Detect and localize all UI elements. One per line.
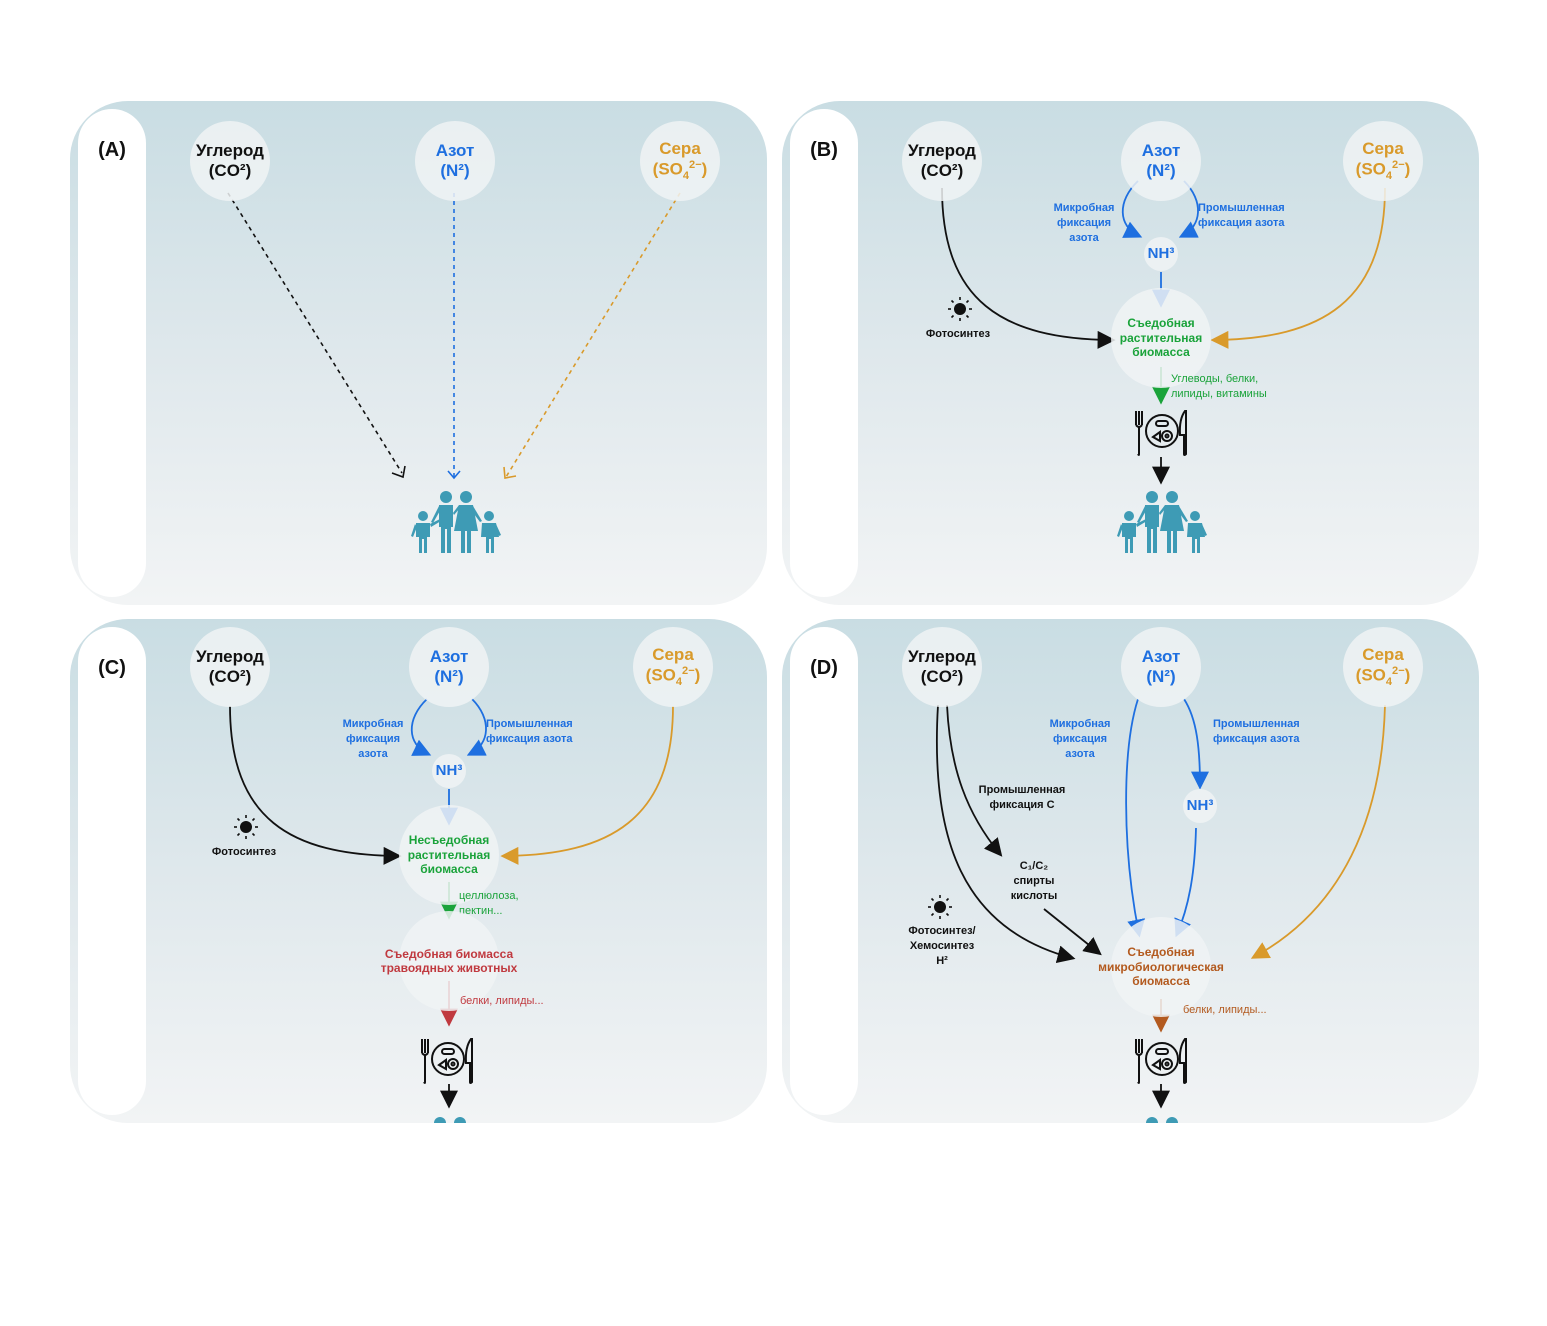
- panel-label: (A): [98, 139, 126, 161]
- nitrogen-formula: (N²): [440, 161, 470, 180]
- panel-c: (C) Углерод (CO²) Азот (N²) Сера (SO42−)…: [70, 619, 767, 1123]
- nitrogen-node: Азот (N²): [1121, 627, 1201, 707]
- ammonia-node: NH³: [1183, 789, 1217, 823]
- sulfur-node: Сера (SO42−): [640, 121, 720, 201]
- sulfur-arrow: [500, 705, 674, 865]
- industrial-fixation-arrow: [466, 698, 487, 756]
- microbial-fixation-arrow: [1125, 698, 1146, 938]
- carbon-arrow: [941, 187, 1116, 349]
- ammonia-to-biomass-arrow: [1174, 827, 1197, 938]
- nitrogen-formula: (N²): [1146, 161, 1176, 180]
- nitrogen-name: Азот: [1141, 646, 1181, 666]
- panel-tab: [790, 109, 858, 597]
- sulfur-formula: (SO42−): [1355, 665, 1411, 689]
- carbon-name: Углерод: [908, 140, 976, 160]
- carbon-formula: (CO²): [208, 667, 252, 686]
- panel-tab: [78, 109, 146, 597]
- sulfur-name: Сера: [1362, 138, 1404, 158]
- arrows-layer: [935, 698, 1386, 1109]
- nitrogen-node: Азот (N²): [1121, 121, 1201, 201]
- c1c2-arrow: [1043, 908, 1102, 956]
- carbon-name: Углерод: [196, 140, 264, 160]
- carbon-name: Углерод: [196, 646, 264, 666]
- sulfur-dashed-arrow: [505, 192, 681, 478]
- microbial-nutrients-label: белки, липиды...: [1183, 1004, 1267, 1016]
- panel-d: (D) Углерод (CO²) Азот (N²) Сера (SO42−)…: [782, 619, 1479, 1123]
- sulfur-arrow: [1250, 704, 1386, 959]
- panel-tab: [790, 627, 858, 1115]
- sulfur-node: Сера (SO42−): [1343, 121, 1423, 201]
- arrows-layer: [227, 192, 681, 480]
- industrial-fixation-arrow: [1183, 698, 1209, 790]
- arrows-layer: [941, 180, 1386, 485]
- panel-tab: [78, 627, 146, 1115]
- ammonia-node: NH³: [432, 754, 466, 788]
- panel-b: (B) Углерод (CO²) Азот (N²) Сера (SO42−)…: [782, 101, 1479, 605]
- sulfur-formula: (SO42−): [652, 159, 708, 183]
- photosynthesis-label: Фотосинтез: [925, 328, 991, 340]
- sulfur-arrow: [1210, 187, 1386, 349]
- carbon-node: Углерод (CO²): [902, 121, 982, 201]
- sulfur-formula: (SO42−): [1355, 159, 1411, 183]
- carbon-formula: (CO²): [920, 161, 964, 180]
- panel-label: (C): [98, 657, 126, 679]
- carbon-name: Углерод: [908, 646, 976, 666]
- animal-nutrients-label: белки, липиды...: [460, 995, 544, 1007]
- carbon-arrowhead: [391, 465, 406, 479]
- cellulose-label: целлюлоза,пектин...: [459, 890, 519, 917]
- sulfur-node: Сера (SO42−): [1343, 627, 1423, 707]
- carbon-arrow: [229, 705, 402, 865]
- nitrogen-node: Азот (N²): [409, 627, 489, 707]
- synthesis-carbon-arrow: [935, 704, 1076, 964]
- nutrients-label: Углеводы, белки,липиды, витамины: [1171, 373, 1267, 400]
- sulfur-name: Сера: [659, 138, 701, 158]
- nitrogen-node: Азот (N²): [415, 121, 495, 201]
- industrial-carbon-arrow: [946, 704, 1003, 857]
- nitrogen-name: Азот: [1141, 140, 1181, 160]
- panel-label: (D): [810, 657, 838, 679]
- sulfur-name: Сера: [1362, 644, 1404, 664]
- microbial-fixation-arrow: [410, 698, 432, 756]
- nitrogen-formula: (N²): [1146, 667, 1176, 686]
- nitrogen-arrowhead: [447, 470, 461, 480]
- nitrogen-name: Азот: [435, 140, 475, 160]
- photosynthesis-label: Фотосинтез: [211, 846, 277, 858]
- carbon-formula: (CO²): [208, 161, 252, 180]
- ammonia-node: NH³: [1144, 237, 1178, 271]
- carbon-dashed-arrow: [227, 192, 403, 474]
- sulfur-formula: (SO42−): [645, 665, 701, 689]
- sulfur-node: Сера (SO42−): [633, 627, 713, 707]
- panel-label: (B): [810, 139, 838, 161]
- carbon-node: Углерод (CO²): [902, 627, 982, 707]
- carbon-formula: (CO²): [920, 667, 964, 686]
- carbon-node: Углерод (CO²): [190, 627, 270, 707]
- nitrogen-name: Азот: [429, 646, 469, 666]
- sulfur-arrowhead: [503, 466, 517, 479]
- carbon-node: Углерод (CO²): [190, 121, 270, 201]
- nitrogen-formula: (N²): [434, 667, 464, 686]
- sulfur-name: Сера: [652, 644, 694, 664]
- panel-a: (A) Углерод (CO²) Азот (N²) Сера (SO42−): [70, 101, 767, 605]
